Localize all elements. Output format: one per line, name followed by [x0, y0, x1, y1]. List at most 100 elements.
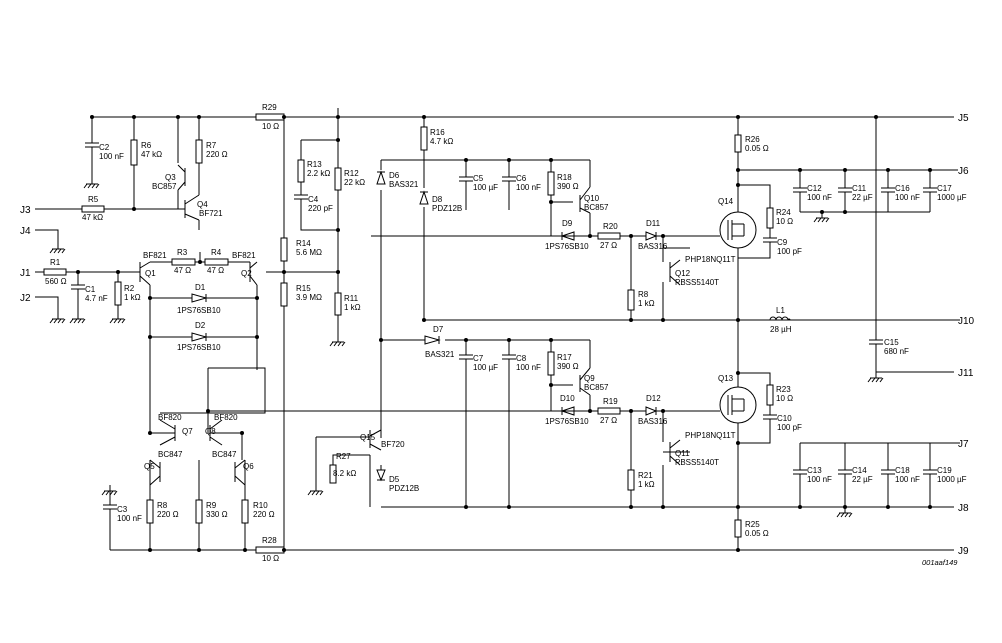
ref-r3: R3	[177, 248, 188, 257]
terminal-j3: J3	[20, 205, 31, 216]
val-d2: 1PS76SB10	[177, 343, 221, 352]
terminal-j1: J1	[20, 268, 31, 279]
ref-d1: D1	[195, 283, 206, 292]
val-q10: BC857	[584, 203, 609, 212]
val-c4: 220 pF	[308, 204, 333, 213]
val-l1: 28 µH	[770, 325, 792, 334]
ref-r1: R1	[50, 258, 61, 267]
val-r5: 47 kΩ	[82, 213, 103, 222]
ref-d12: D12	[646, 394, 661, 403]
val-d5: PDZ12B	[389, 484, 419, 493]
ref-r4: R4	[211, 248, 222, 257]
val-r29: 10 Ω	[262, 122, 279, 131]
ref-r11: R11	[344, 294, 359, 303]
val-r8: 220 Ω	[157, 510, 179, 519]
capacitors	[71, 142, 937, 520]
val-c3: 100 nF	[117, 514, 142, 523]
ref-r8: R8	[157, 501, 168, 510]
ref-q1: Q1	[145, 269, 156, 278]
val-r4: 47 Ω	[207, 266, 224, 275]
val-r14: 5.6 MΩ	[296, 248, 322, 257]
val-d6: BAS321	[389, 180, 419, 189]
val-r16: 4.7 kΩ	[430, 137, 453, 146]
ref-c9: C9	[777, 238, 788, 247]
ref-r5: R5	[88, 195, 99, 204]
val-r3: 47 Ω	[174, 266, 191, 275]
val-q15: BF720	[381, 440, 405, 449]
val-q5: BC847	[158, 450, 183, 459]
ref-d11: D11	[646, 219, 661, 228]
val-c8: 100 nF	[516, 363, 541, 372]
junction-dots	[76, 115, 932, 552]
terminal-j4: J4	[20, 226, 31, 237]
ref-d6: D6	[389, 171, 400, 180]
val-r19: 27 Ω	[600, 416, 617, 425]
val-r23: 10 Ω	[776, 394, 793, 403]
ref-r10: R10	[253, 501, 268, 510]
val-q3: BC857	[152, 182, 177, 191]
val-c10: 100 pF	[777, 423, 802, 432]
ref-d7: D7	[433, 325, 444, 334]
val-r9: 330 Ω	[206, 510, 228, 519]
val-c11: 22 µF	[852, 193, 873, 202]
ref-d2: D2	[195, 321, 206, 330]
val-c15: 680 nF	[884, 347, 909, 356]
val-c5: 100 µF	[473, 183, 498, 192]
val-r12: 22 kΩ	[344, 178, 365, 187]
val-r1: 560 Ω	[45, 277, 67, 286]
ref-q6: Q6	[243, 462, 254, 471]
terminal-j8: J8	[958, 503, 969, 514]
val-c19: 1000 µF	[937, 475, 967, 484]
val-c14: 22 µF	[852, 475, 873, 484]
val-c6: 100 nF	[516, 183, 541, 192]
val-q11: PBSS5140T	[675, 458, 719, 467]
val-c18: 100 nF	[895, 475, 920, 484]
ref-q3: Q3	[165, 173, 176, 182]
ref-c14: C14	[852, 466, 867, 475]
val-d1: 1PS76SB10	[177, 306, 221, 315]
val-q14: PHP18NQ11T	[685, 255, 736, 264]
ref-c15: C15	[884, 338, 899, 347]
val-q12: PBSS5140T	[675, 278, 719, 287]
ref-c2: C2	[99, 143, 110, 152]
ref-d9: D9	[562, 219, 573, 228]
ref-r2: R2	[124, 284, 135, 293]
ref-c3: C3	[117, 505, 128, 514]
val-r2: 1 kΩ	[124, 293, 141, 302]
ref-q15: Q15	[360, 433, 376, 442]
component-labels: R1 560 Ω R2 1 kΩ R3 47 Ω R4 47 Ω R5 47 k…	[45, 103, 967, 563]
val-r10: 220 Ω	[253, 510, 275, 519]
ref-q2: Q2	[241, 269, 252, 278]
val-r17: 390 Ω	[557, 362, 579, 371]
val-r8-b: 1 kΩ	[638, 299, 655, 308]
ref-r9: R9	[206, 501, 217, 510]
resistors	[43, 113, 774, 554]
ref-c11: C11	[852, 184, 867, 193]
wires	[35, 108, 960, 551]
val-r13: 2.2 kΩ	[307, 169, 330, 178]
ref-r17: R17	[557, 353, 572, 362]
ref-q12: Q12	[675, 269, 691, 278]
inductor-l1	[769, 316, 791, 321]
val-r27: 8.2 kΩ	[333, 469, 356, 478]
ref-q8: Q8	[205, 427, 216, 436]
ref-c18: C18	[895, 466, 910, 475]
val-r21: 1 kΩ	[638, 480, 655, 489]
ref-r26: R26	[745, 135, 760, 144]
ref-r15: R15	[296, 284, 311, 293]
terminal-j6: J6	[958, 166, 969, 177]
ref-c13: C13	[807, 466, 822, 475]
val-c1: 4.7 nF	[85, 294, 108, 303]
ref-q5: Q5	[144, 462, 155, 471]
ref-r16: R16	[430, 128, 445, 137]
terminal-labels: J1 J2 J3 J4 J5 J6 J7 J8 J9 J10 J11	[20, 113, 975, 557]
val-q6: BC847	[212, 450, 237, 459]
ref-r29: R29	[262, 103, 277, 112]
transistors	[139, 164, 681, 486]
val-d10: 1PS76SB10	[545, 417, 589, 426]
ref-r20: R20	[603, 222, 618, 231]
ref-c4: C4	[308, 195, 319, 204]
terminal-j2: J2	[20, 293, 31, 304]
ref-c12: C12	[807, 184, 822, 193]
